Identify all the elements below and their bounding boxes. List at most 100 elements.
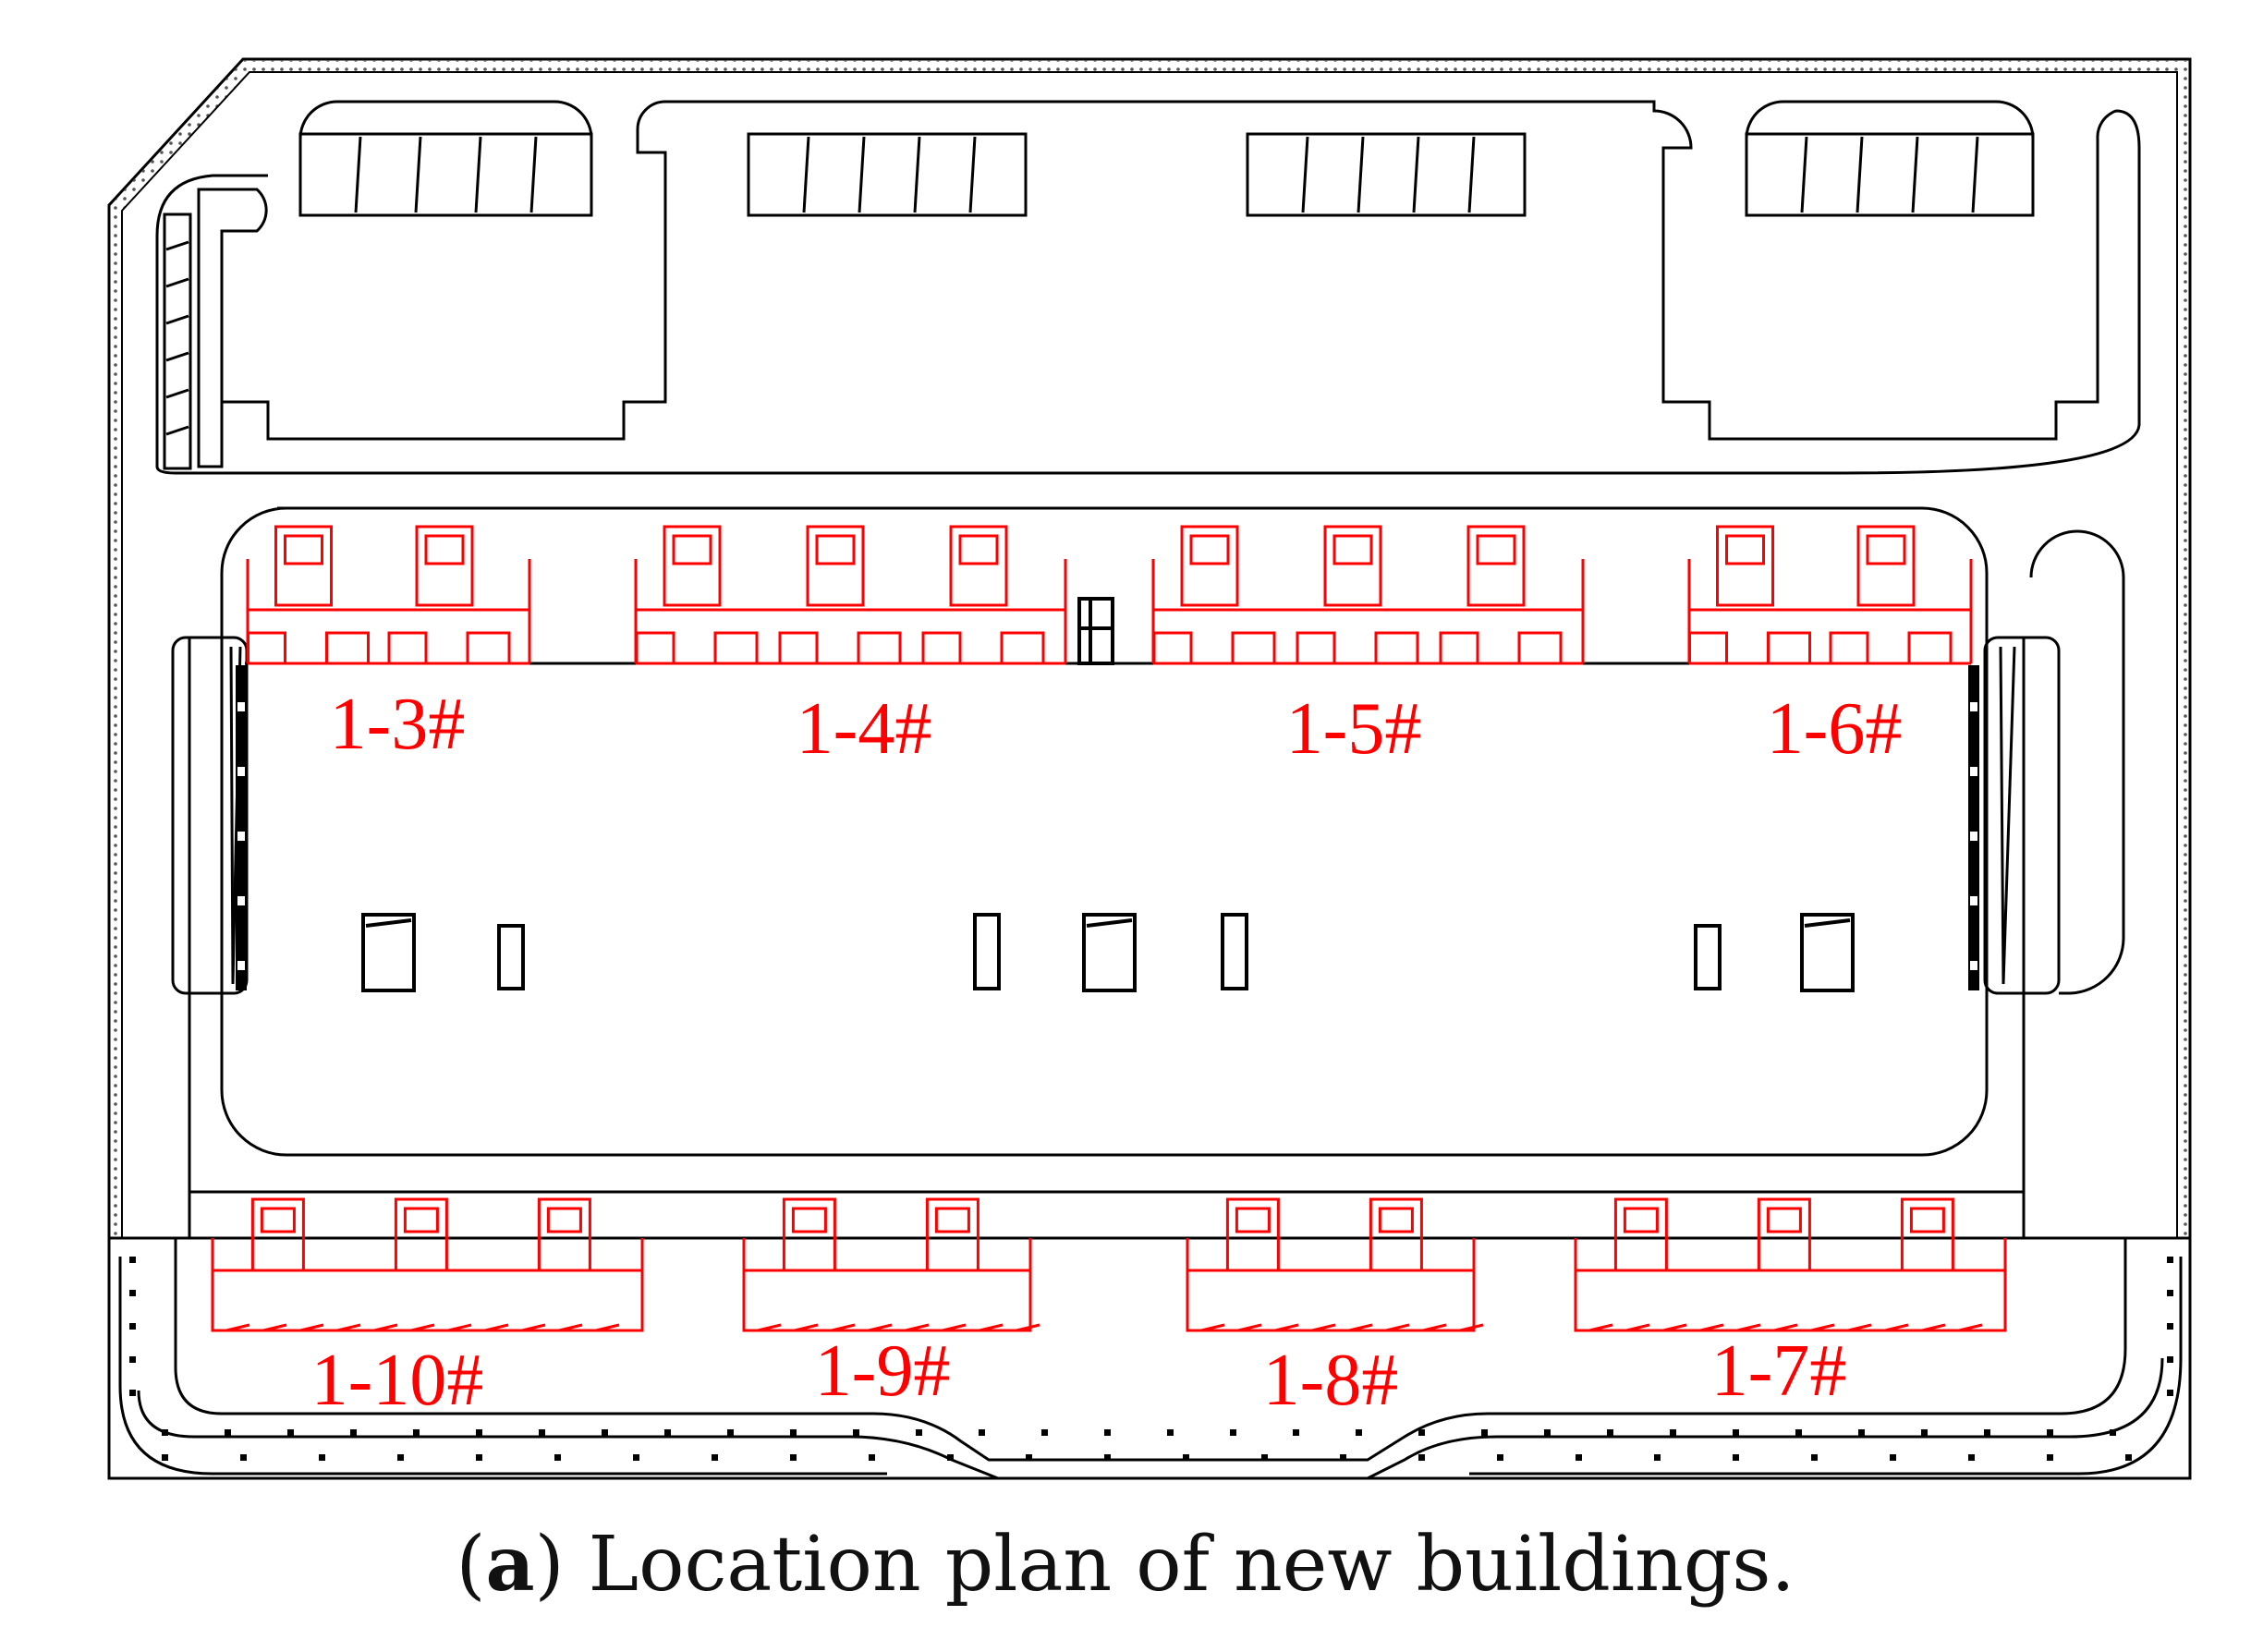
north-road-outer (155, 109, 2141, 475)
landscape-dot (1230, 1429, 1236, 1436)
landscape-dot (1654, 1454, 1661, 1461)
building-b10 (211, 1197, 644, 1332)
building-b7 (1574, 1197, 2007, 1332)
building-b5 (1151, 525, 1585, 665)
central-frame (109, 638, 2190, 1240)
landscape-dot (1576, 1454, 1582, 1461)
landscape-dot (1497, 1454, 1503, 1461)
landscape-dot (129, 1356, 136, 1363)
landscape-dot (413, 1429, 420, 1436)
building-b9 (742, 1197, 1040, 1332)
building-label-b7: 1-7# (1711, 1330, 1847, 1412)
building-label-b5: 1-5# (1286, 688, 1422, 770)
landscape-dot (129, 1390, 136, 1396)
landscape-dot (1670, 1429, 1676, 1436)
building-label-b9: 1-9# (815, 1330, 951, 1412)
south-road-dip (137, 1357, 2164, 1480)
ramp-hatching-gaps (237, 702, 1977, 970)
landscape-dot (319, 1454, 325, 1461)
landscape-dot (2047, 1454, 2053, 1461)
landscape-dot (1340, 1454, 1346, 1461)
landscape-dot (1418, 1454, 1425, 1461)
landscape-dot (1811, 1454, 1818, 1461)
building-label-b10: 1-10# (311, 1340, 484, 1421)
landscape-dot (1026, 1454, 1032, 1461)
landscape-dot (539, 1429, 545, 1436)
landscape-dot (2125, 1454, 2132, 1461)
landscape-dot (916, 1429, 922, 1436)
landscape-dot (1261, 1454, 1268, 1461)
landscape-dot (790, 1454, 797, 1461)
landscape-dot (1795, 1429, 1802, 1436)
landscape-dot (664, 1429, 671, 1436)
landscape-dot (129, 1323, 136, 1330)
landscape-dot (633, 1454, 639, 1461)
landscape-dot (1104, 1454, 1111, 1461)
landscape-dot (1544, 1429, 1551, 1436)
landscape-dot (1984, 1429, 1990, 1436)
north-podium-top (298, 100, 2035, 185)
landscape-dot (162, 1454, 168, 1461)
building-label-b6: 1-6# (1767, 688, 1903, 770)
landscape-dot (1418, 1429, 1425, 1436)
landscape-dot (476, 1429, 482, 1436)
caption-letter: a (485, 1520, 535, 1609)
ramp-hatching (236, 665, 1979, 990)
landscape-dot (287, 1429, 294, 1436)
landscape-dot (2167, 1390, 2173, 1396)
building-label-b3: 1-3# (330, 684, 466, 765)
central-courtyard (220, 506, 1989, 1157)
boundary-strip (108, 58, 2191, 1239)
south-road-inner (174, 1238, 2127, 1462)
parking-strips-north (163, 132, 2035, 470)
landscape-dot (1104, 1429, 1111, 1436)
building-b4 (634, 525, 1067, 665)
landscape-dot (979, 1429, 985, 1436)
north-courtyard-left (220, 100, 2099, 441)
landscape-dot (947, 1454, 954, 1461)
landscape-dot (1356, 1429, 1362, 1436)
landscape-dot (1968, 1454, 1975, 1461)
landscape-dot (2167, 1323, 2173, 1330)
landscape-dot (602, 1429, 608, 1436)
landscape-dot (790, 1429, 797, 1436)
building-label-b8: 1-8# (1263, 1340, 1399, 1421)
landscape-dot (2047, 1429, 2053, 1436)
landscape-dot (350, 1429, 357, 1436)
landscape-dot (1733, 1454, 1739, 1461)
landscape-dot (1481, 1429, 1488, 1436)
landscape-dot (240, 1454, 247, 1461)
landscape-dot (162, 1429, 168, 1436)
side-ramps (171, 529, 2125, 995)
courtyard-skylights (361, 913, 1855, 992)
landscape-dot (2167, 1290, 2173, 1296)
parking-stalls-north (165, 136, 1979, 436)
landscape-dot (129, 1257, 136, 1263)
figure-caption: (a) Location plan of new buildings. (456, 1520, 1795, 1609)
landscape-dot (712, 1454, 718, 1461)
building-b3 (246, 525, 531, 665)
landscape-dot (1921, 1429, 1928, 1436)
landscape-dot (1890, 1454, 1896, 1461)
landscape-dots (129, 1257, 2173, 1461)
landscape-dot (1607, 1429, 1613, 1436)
landscape-dot (397, 1454, 404, 1461)
landscape-dot (1733, 1429, 1739, 1436)
building-label-b4: 1-4# (797, 688, 932, 770)
landscape-dot (2167, 1257, 2173, 1263)
landscape-dot (2167, 1356, 2173, 1363)
landscape-dot (1183, 1454, 1189, 1461)
landscape-dot (554, 1454, 561, 1461)
landscape-dot (853, 1429, 859, 1436)
landscape-dot (1167, 1429, 1174, 1436)
landscape-dot (1293, 1429, 1299, 1436)
landscape-dot (869, 1454, 875, 1461)
landscape-dot (1858, 1429, 1865, 1436)
landscape-dot (225, 1429, 231, 1436)
building-b6 (1687, 525, 1973, 665)
building-b8 (1186, 1197, 1484, 1332)
landscape-dot (2110, 1429, 2116, 1436)
landscape-dot (727, 1429, 734, 1436)
caption-text: Location plan of new buildings. (588, 1521, 1795, 1609)
